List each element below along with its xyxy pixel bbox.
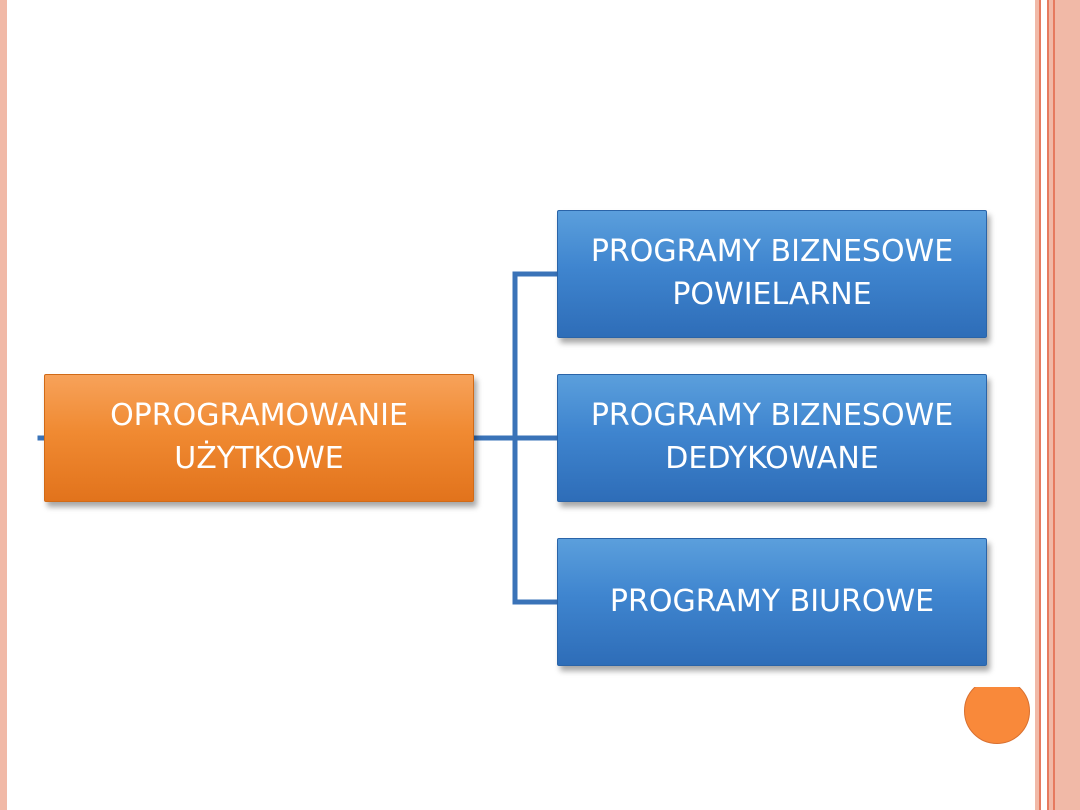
child-node-programy-biznesowe-dedykowane: PROGRAMY BIZNESOWE DEDYKOWANE (557, 374, 987, 502)
root-node-label: OPROGRAMOWANIE UŻYTKOWE (110, 398, 408, 476)
decorative-circle (964, 687, 1030, 744)
child-node-label: PROGRAMY BIZNESOWE DEDYKOWANE (590, 398, 954, 476)
frame-line (1039, 0, 1041, 810)
root-node-oprogramowanie-uzytkowe: OPROGRAMOWANIE UŻYTKOWE (44, 374, 474, 502)
slide-frame-left (0, 0, 7, 810)
child-node-label: PROGRAMY BIUROWE (609, 583, 935, 619)
frame-line (1047, 0, 1049, 810)
frame-line (1053, 0, 1055, 810)
frame-gap (1041, 0, 1047, 810)
child-node-programy-biznesowe-powielarne: PROGRAMY BIZNESOWE POWIELARNE (557, 210, 987, 338)
child-node-programy-biurowe: PROGRAMY BIUROWE (557, 538, 987, 666)
child-node-label: PROGRAMY BIZNESOWE POWIELARNE (590, 234, 954, 312)
